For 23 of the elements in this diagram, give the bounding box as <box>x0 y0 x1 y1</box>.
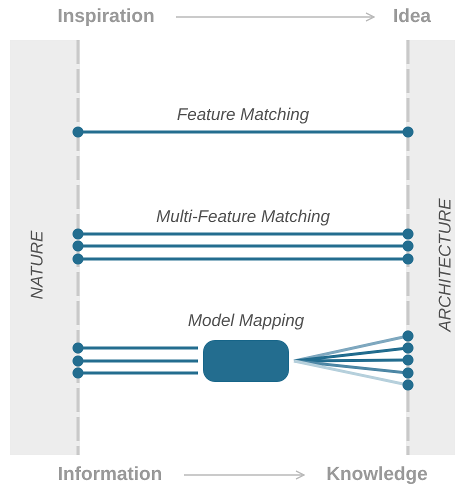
domain-label: ARCHITECTURE <box>434 198 456 332</box>
flow-arrow <box>176 12 375 22</box>
stage-label: Knowledge <box>316 461 438 488</box>
connection-line <box>72 342 198 354</box>
connection-line <box>72 368 198 378</box>
flow-arrow <box>184 470 305 480</box>
stage-label: Information <box>48 461 172 488</box>
domain-band <box>406 40 455 455</box>
connection-line <box>72 254 414 264</box>
domain-band <box>10 40 80 455</box>
block-caption: Model Mapping <box>188 310 304 332</box>
connection-line <box>72 126 414 138</box>
domain-label: NATURE <box>26 230 48 300</box>
connection-line <box>72 356 198 366</box>
mapping-block <box>203 340 289 382</box>
connection-line <box>294 342 414 362</box>
connection-line <box>294 330 414 362</box>
connection-line <box>72 228 414 240</box>
stage-label: Inspiration <box>48 3 164 31</box>
connection-line <box>294 360 414 378</box>
stage-label: Idea <box>386 3 438 31</box>
connection-line <box>72 240 414 252</box>
connection-line <box>294 360 414 390</box>
